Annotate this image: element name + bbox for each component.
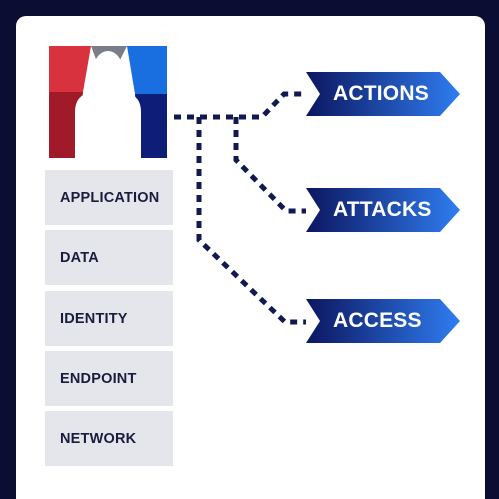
connector-attacks: [233, 117, 306, 214]
outcome-label-actions: ACTIONS: [333, 82, 429, 105]
stack-item-identity: IDENTITY: [45, 291, 173, 346]
connector-actions: [174, 91, 306, 120]
stack-item-label: IDENTITY: [60, 310, 128, 327]
outcome-label-access: ACCESS: [333, 309, 422, 332]
stack-item-endpoint: ENDPOINT: [45, 351, 173, 406]
stack-item-application: APPLICATION: [45, 170, 173, 225]
user-silhouette-icon: [49, 46, 167, 158]
arrow-actions: [306, 72, 460, 116]
stack-item-label: NETWORK: [60, 430, 137, 447]
connector-access: [196, 117, 306, 325]
stack-item-data: DATA: [45, 230, 173, 285]
stack-item-label: ENDPOINT: [60, 370, 137, 387]
arrow-attacks: [306, 188, 460, 232]
stack-item-label: DATA: [60, 249, 99, 266]
stack-item-label: APPLICATION: [60, 189, 160, 206]
arrow-access: [306, 299, 460, 343]
outcome-label-attacks: ATTACKS: [333, 198, 432, 221]
stack-item-network: NETWORK: [45, 411, 173, 466]
